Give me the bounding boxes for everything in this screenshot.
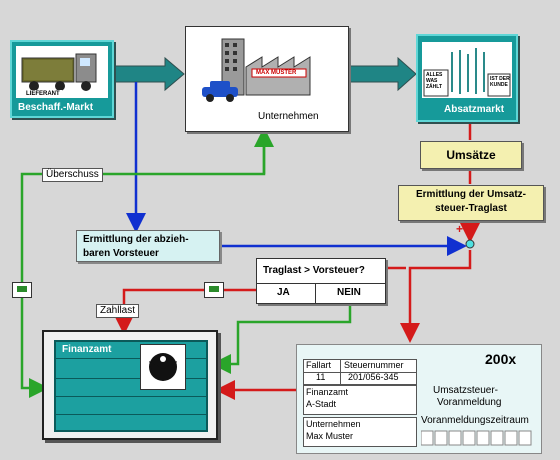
- absatzmarkt-label: Absatzmarkt: [444, 104, 505, 115]
- form-year: 200x: [485, 351, 517, 367]
- finanzamt-box: Finanzamt: [42, 330, 218, 440]
- beschaffungsmarkt-box: LIEFERANT Beschaff.-Markt: [10, 40, 114, 118]
- blue-flow-lines: [126, 82, 467, 256]
- truck-icon: [16, 46, 108, 98]
- truck-sign-text: LIEFERANT: [26, 91, 60, 97]
- voranmeldung-form: Fallart Steuernummer 11 201/056-345 Fina…: [296, 344, 542, 454]
- shop-icon: [422, 42, 512, 98]
- shop-sign-left: ALLES WAS ZÄHLT: [426, 72, 443, 90]
- beschaffungsmarkt-label: Beschaff.-Markt: [18, 102, 94, 113]
- form-unternehmen-line1: Unternehmen: [306, 419, 361, 429]
- form-unternehmen-line2: Max Muster: [306, 431, 354, 441]
- fallart-value: 11: [316, 372, 326, 382]
- finanzamt-label: Finanzamt: [62, 344, 112, 355]
- eagle-emblem-icon: [140, 344, 186, 390]
- factory-icon: [202, 38, 311, 102]
- umsaetze-box: Umsätze: [420, 141, 522, 169]
- steuernummer-label: Steuernummer: [344, 360, 404, 370]
- zahllast-label: Zahllast: [96, 304, 140, 318]
- plus-sign: +: [456, 222, 464, 236]
- form-unternehmen-field: Unternehmen Max Muster: [303, 417, 417, 447]
- form-title-line2: Voranmeldung: [437, 397, 502, 408]
- form-finanzamt-line2: A-Stadt: [306, 399, 337, 409]
- factory-sign-text: MAX MUSTER: [256, 70, 297, 76]
- nein-label: NEIN: [337, 287, 361, 298]
- green-flow-lines: [20, 127, 352, 398]
- form-finanzamt-field: Finanzamt A-Stadt: [303, 385, 417, 415]
- unternehmen-label: Unternehmen: [258, 111, 319, 122]
- ja-label: JA: [277, 287, 290, 298]
- unternehmen-box: MAX MUSTER Unternehmen: [185, 26, 349, 132]
- finanzamt-screen: Finanzamt: [54, 340, 208, 432]
- summation-node: [465, 239, 475, 249]
- absatzmarkt-box: ALLES WAS ZÄHLT IST DER KUNDE Absatzmark…: [416, 34, 518, 122]
- form-title-line1: Umsatzsteuer-: [433, 385, 499, 396]
- steuernummer-value: 201/056-345: [348, 372, 399, 382]
- form-finanzamt-line1: Finanzamt: [306, 387, 349, 397]
- teal-flow-arrows: [111, 56, 417, 92]
- money-icon-right: [204, 282, 224, 298]
- arrow-beschaffung-unternehmen: [111, 56, 185, 92]
- fallart-label: Fallart: [306, 360, 332, 370]
- form-zeitraum: Voranmeldungszeitraum: [421, 415, 529, 426]
- minus-sign: -: [448, 236, 452, 250]
- form-zeitraum-boxes: [420, 429, 537, 447]
- ueberschuss-label: Überschuss: [42, 168, 103, 182]
- money-icon-left: [12, 282, 32, 298]
- arrow-unternehmen-absatz: [346, 56, 417, 92]
- form-id-fields: Fallart Steuernummer 11 201/056-345: [303, 359, 417, 385]
- vorsteuer-box: Ermittlung der abzieh- baren Vorsteuer: [76, 230, 220, 262]
- traglast-box: Ermittlung der Umsatz- steuer-Traglast: [398, 185, 544, 221]
- frage-box: Traglast > Vorsteuer? JA NEIN: [256, 258, 386, 304]
- shop-sign-right: IST DER KUNDE: [490, 76, 510, 88]
- frage-text: Traglast > Vorsteuer?: [263, 265, 365, 276]
